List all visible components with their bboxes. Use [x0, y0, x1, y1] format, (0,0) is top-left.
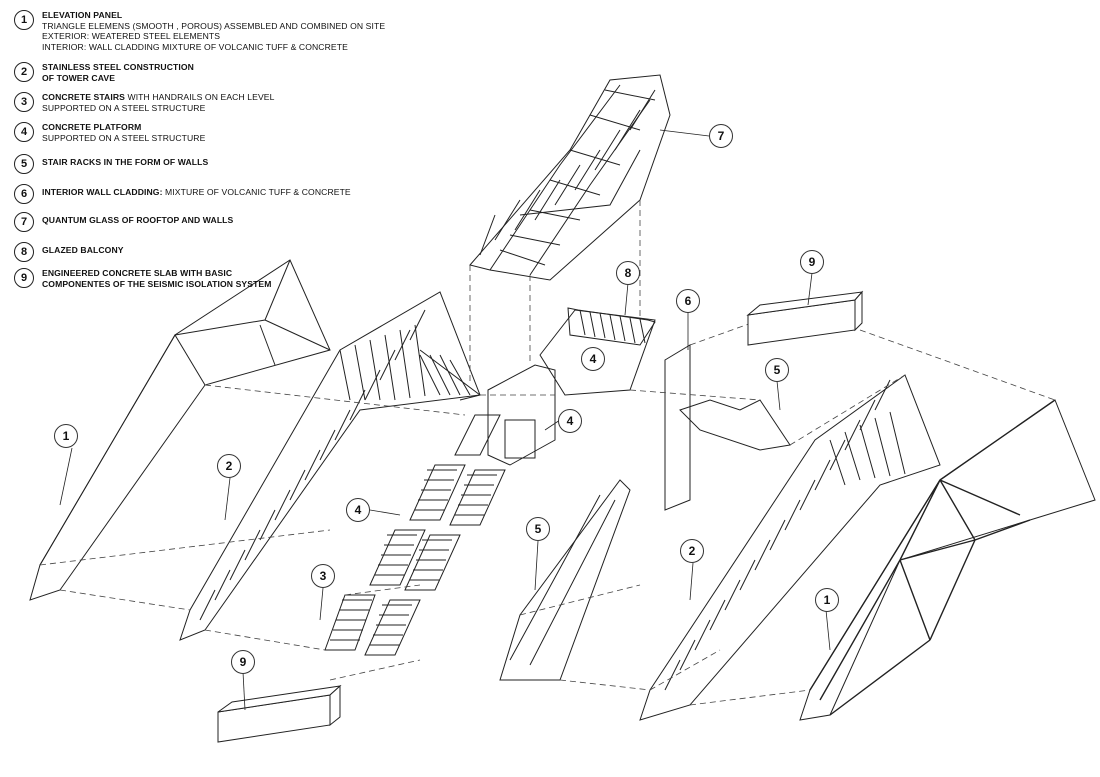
legend-line: EXTERIOR: WEATERED STEEL ELEMENTS: [42, 31, 221, 41]
legend-number: 4: [14, 122, 34, 142]
legend-item-9: 9 ENGINEERED CONCRETE SLAB WITH BASIC CO…: [14, 268, 272, 289]
legend-number: 8: [14, 242, 34, 262]
legend-number: 6: [14, 184, 34, 204]
tower-base: [488, 365, 555, 465]
legend-title: ELEVATION PANEL: [42, 10, 123, 20]
legend-item-7: 7 QUANTUM GLASS OF ROOFTOP AND WALLS: [14, 212, 233, 232]
legend-number: 7: [14, 212, 34, 232]
legend-item-6: 6 INTERIOR WALL CLADDING: MIXTURE OF VOL…: [14, 184, 351, 204]
callout-5: 5: [765, 358, 789, 382]
elevation-panel-right: [800, 400, 1095, 720]
legend-number: 3: [14, 92, 34, 112]
legend-title: STAINLESS STEEL CONSTRUCTION: [42, 62, 194, 72]
alignment-lines: [40, 200, 1055, 720]
callout-4: 4: [558, 409, 582, 433]
concrete-stairs: [325, 415, 505, 655]
callout-9: 9: [800, 250, 824, 274]
legend-line: INTERIOR: WALL CLADDING MIXTURE OF VOLCA…: [42, 41, 348, 52]
glazed-balcony: [568, 308, 655, 345]
stair-rack-center: [500, 480, 630, 680]
callout-4: 4: [346, 498, 370, 522]
callout-8: 8: [616, 261, 640, 285]
legend-item-4: 4 CONCRETE PLATFORM SUPPORTED ON A STEEL…: [14, 122, 205, 143]
steel-hatch-right: [665, 380, 890, 690]
steel-construction-left: [180, 292, 480, 640]
callout-leaders: [60, 130, 830, 710]
callout-2: 2: [217, 454, 241, 478]
legend-title: ENGINEERED CONCRETE SLAB WITH BASIC: [42, 268, 233, 278]
callout-2: 2: [680, 539, 704, 563]
steel-construction-right: [640, 375, 940, 720]
legend-number: 9: [14, 268, 34, 288]
legend-item-8: 8 GLAZED BALCONY: [14, 242, 124, 262]
legend-line: OF TOWER CAVE: [42, 72, 116, 83]
callout-3: 3: [311, 564, 335, 588]
callout-7: 7: [709, 124, 733, 148]
legend-title: GLAZED BALCONY: [42, 245, 124, 255]
legend-item-5: 5 STAIR RACKS IN THE FORM OF WALLS: [14, 154, 208, 174]
legend-line: SUPPORTED ON A STEEL STRUCTURE: [42, 132, 206, 143]
legend-number: 5: [14, 154, 34, 174]
legend-title: INTERIOR WALL CLADDING:: [42, 187, 163, 197]
legend-text: MIXTURE OF VOLCANIC TUFF & CONCRETE: [162, 187, 351, 197]
legend-title: CONCRETE STAIRS: [42, 92, 125, 102]
legend-number: 1: [14, 10, 34, 30]
stair-rack-right: [680, 400, 790, 450]
legend-title: QUANTUM GLASS OF ROOFTOP AND WALLS: [42, 215, 234, 225]
legend-item-1: 1 ELEVATION PANEL TRIANGLE ELEMENS (SMOO…: [14, 10, 385, 52]
callout-1: 1: [54, 424, 78, 448]
legend-title: CONCRETE PLATFORM: [42, 122, 142, 132]
legend-number: 2: [14, 62, 34, 82]
legend-line: TRIANGLE ELEMENS (SMOOTH , POROUS) ASSEM…: [42, 20, 386, 31]
callout-1: 1: [815, 588, 839, 612]
legend-line: COMPONENTES OF THE SEISMIC ISOLATION SYS…: [42, 278, 272, 289]
concrete-slabs: [218, 292, 862, 742]
interior-wall-cladding: [665, 345, 690, 510]
legend-item-2: 2 STAINLESS STEEL CONSTRUCTION OF TOWER …: [14, 62, 194, 83]
legend-line: SUPPORTED ON A STEEL STRUCTURE: [42, 102, 206, 113]
callout-5: 5: [526, 517, 550, 541]
legend-title: STAIR RACKS IN THE FORM OF WALLS: [42, 157, 209, 167]
quantum-glass-roof: [470, 75, 670, 280]
legend-text: WITH HANDRAILS ON EACH LEVEL: [125, 92, 275, 102]
legend-item-3: 3 CONCRETE STAIRS WITH HANDRAILS ON EACH…: [14, 92, 275, 113]
callout-9: 9: [231, 650, 255, 674]
callout-6: 6: [676, 289, 700, 313]
callout-4: 4: [581, 347, 605, 371]
